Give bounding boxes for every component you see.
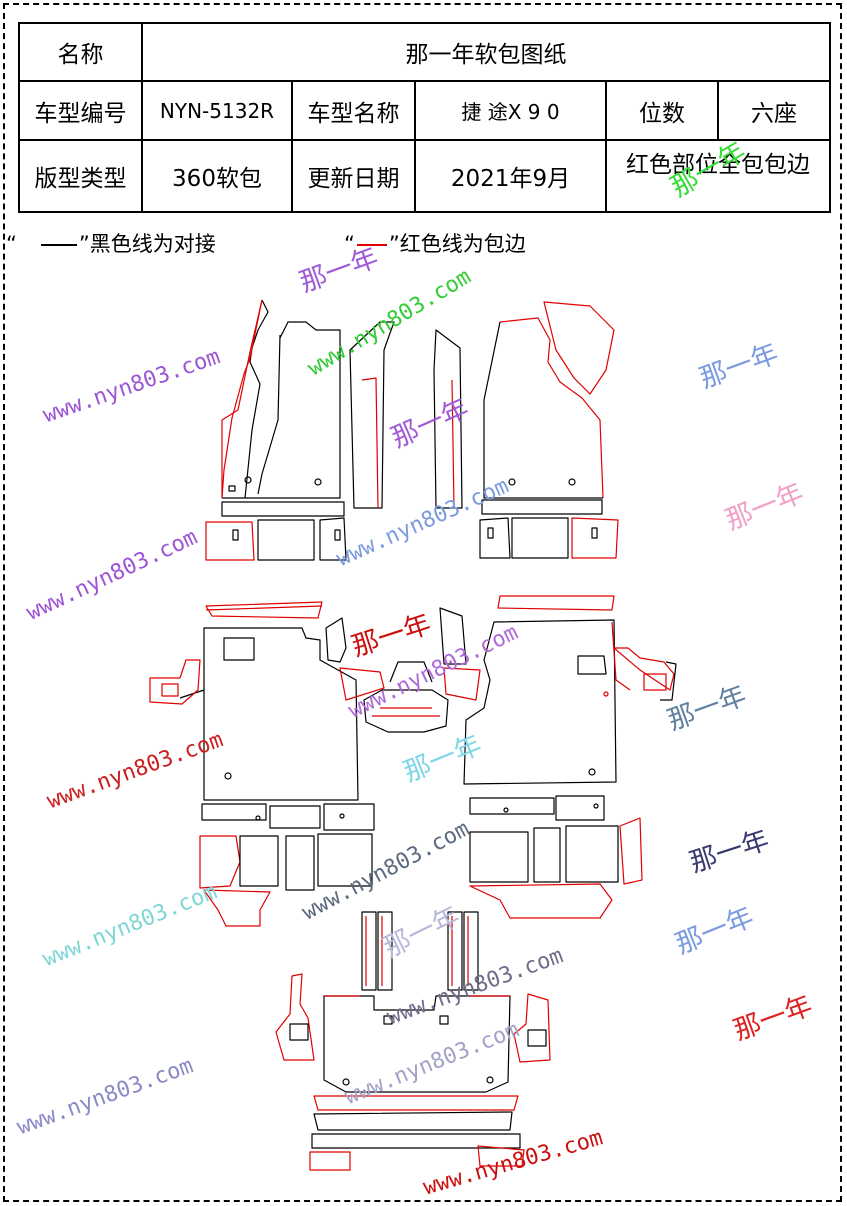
name-label: 名称: [18, 22, 143, 82]
black-line-sample: [40, 244, 77, 246]
pattern-type-value: 360软包: [141, 139, 293, 213]
front-left-side: [349, 321, 395, 509]
rear-side-flaps: [275, 973, 551, 1063]
name-value: 那一年软包图纸: [140, 22, 832, 82]
rear-bottom-strips: [309, 1095, 525, 1171]
spec-table: 名称 那一年软包图纸 车型编号 NYN-5132R 车型名称 捷 途X 9 0 …: [18, 22, 832, 213]
red-line-sample: [356, 244, 387, 246]
black-legend: “”黑色线为对接: [6, 232, 216, 256]
front-right-seat: [483, 301, 615, 499]
page-border: [3, 3, 842, 1202]
seats-value: 六座: [716, 80, 832, 141]
front-right-side: [433, 329, 463, 509]
model-code-label: 车型编号: [18, 80, 143, 141]
pattern-type-label: 版型类型: [18, 139, 143, 213]
model-name-label: 车型名称: [291, 80, 416, 141]
rear-bench: [323, 995, 511, 1093]
front-bottom-strips: [205, 499, 619, 561]
middle-center-console: [325, 607, 481, 733]
seats-label: 位数: [605, 80, 719, 141]
middle-left-seat: [179, 627, 359, 801]
red-note: 红色部位全包包边: [604, 139, 832, 213]
red-legend: “”红色线为包边: [344, 232, 526, 256]
line-legend: “”黑色线为对接 “”红色线为包边: [6, 228, 526, 258]
front-left-seat: [221, 299, 341, 499]
middle-right-flap: [613, 647, 677, 701]
model-code-value: NYN-5132R: [141, 80, 293, 141]
rear-strips: [361, 911, 479, 991]
model-name-value: 捷 途X 9 0: [414, 80, 607, 141]
update-date-label: 更新日期: [291, 139, 416, 213]
update-date-value: 2021年9月: [414, 139, 607, 213]
middle-top-strips: [205, 595, 615, 619]
middle-bottom-parts: [199, 795, 643, 927]
middle-right-seat: [463, 619, 631, 785]
middle-left-flap: [149, 659, 201, 705]
